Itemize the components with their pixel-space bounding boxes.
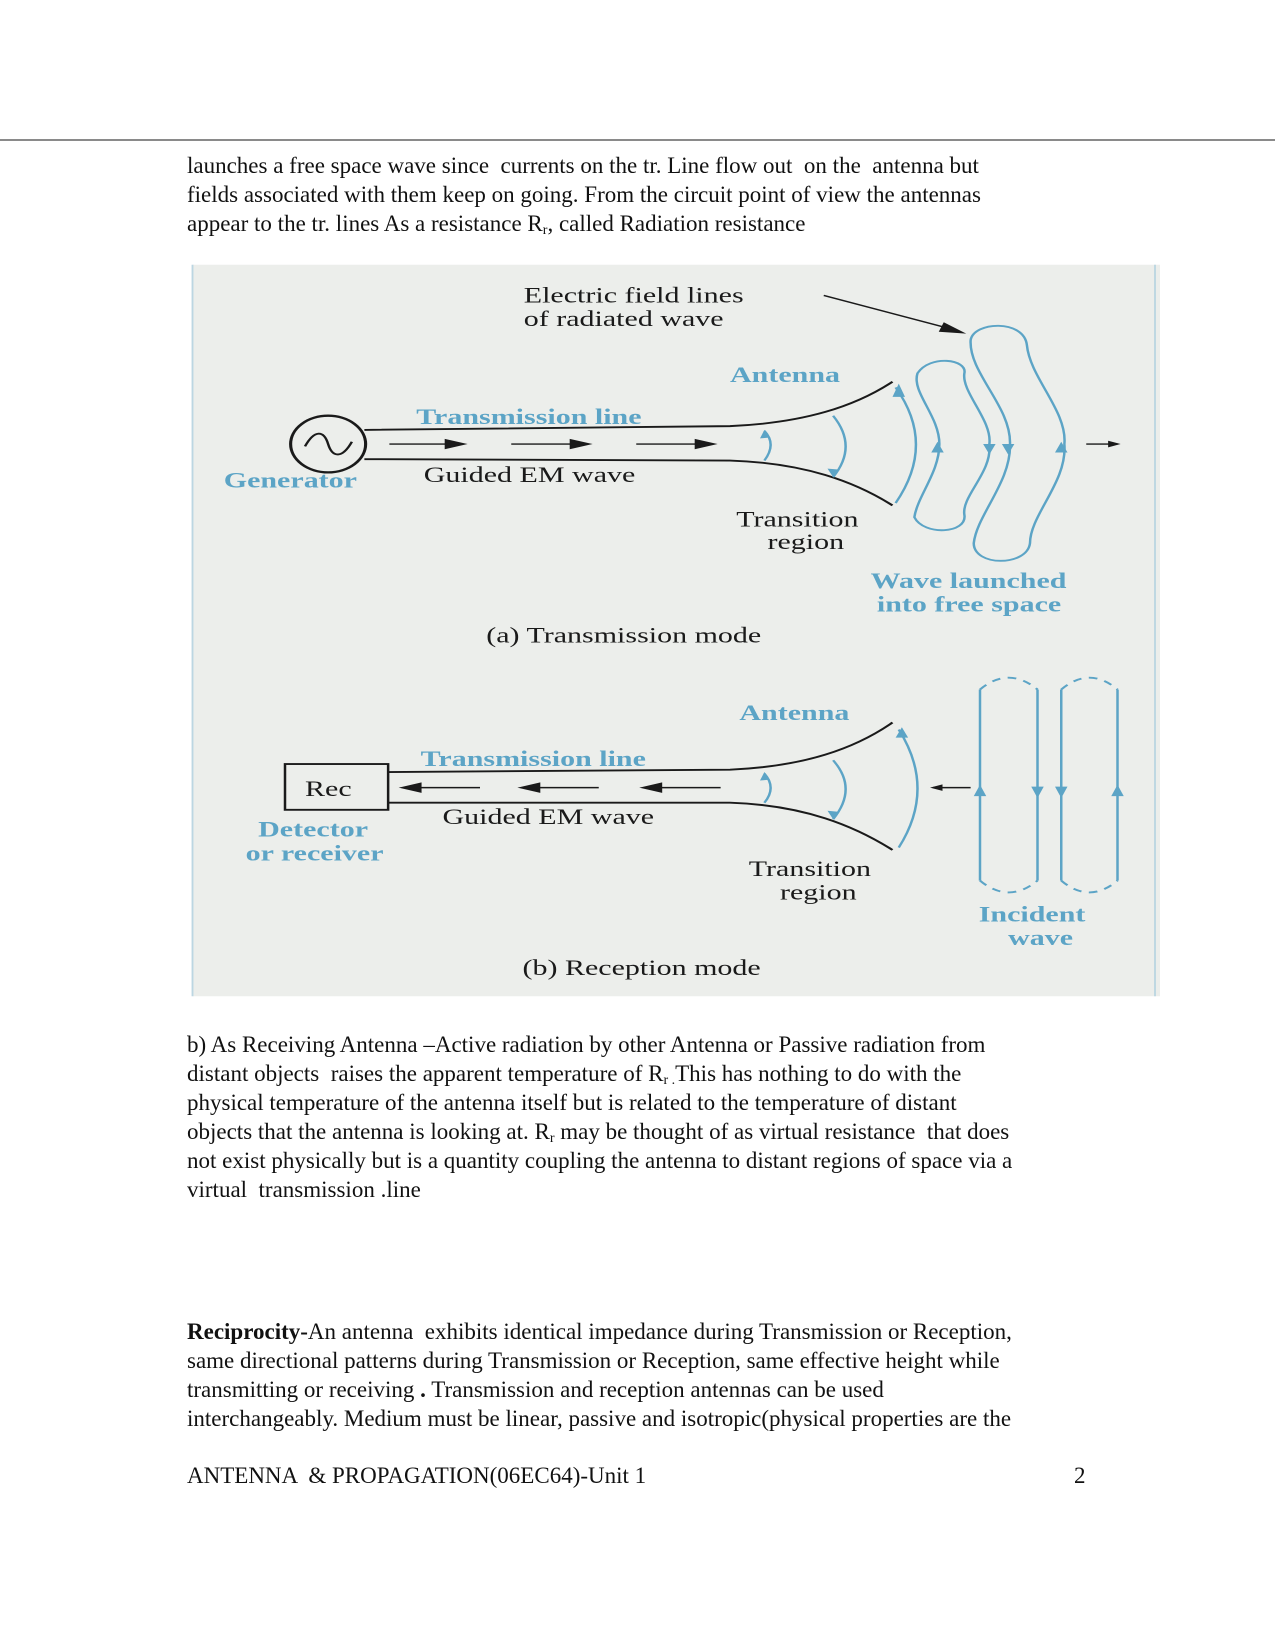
label-transition: region bbox=[780, 879, 857, 905]
paragraph-reciprocity: Reciprocity-An antenna exhibits identica… bbox=[187, 1317, 1012, 1433]
subscript: r bbox=[542, 223, 548, 238]
label-guided-wave: Guided EM wave bbox=[424, 461, 636, 487]
label-antenna: Antenna bbox=[730, 361, 840, 387]
text-line: launches a free space wave since current… bbox=[187, 153, 979, 178]
text-line: appear to the tr. lines As a resistance … bbox=[187, 209, 981, 238]
guided-wave-arrows bbox=[398, 782, 721, 793]
paragraph-receiving-antenna: b) As Receiving Antenna –Active radiatio… bbox=[187, 1030, 1012, 1204]
paragraph-radiation-resistance: launches a free space wave since current… bbox=[187, 151, 981, 238]
tline-upper bbox=[388, 721, 894, 773]
page-number: 2 bbox=[1074, 1463, 1086, 1488]
text-line: transmitting or receiving . Transmission… bbox=[187, 1375, 1012, 1404]
figure-background bbox=[192, 264, 1160, 997]
label-wave-launched: into free space bbox=[877, 591, 1062, 617]
guided-wave-arrows bbox=[389, 438, 718, 450]
caption-b: (b) Reception mode bbox=[523, 955, 761, 981]
text: distant objects raises the apparent temp… bbox=[187, 1061, 664, 1086]
text: objects that the antenna is looking at. … bbox=[187, 1119, 550, 1144]
label-incident-wave: wave bbox=[1008, 925, 1073, 951]
label-electric-field: of radiated wave bbox=[524, 306, 724, 332]
tline-lower bbox=[388, 801, 894, 851]
label-wave-launched: Wave launched bbox=[871, 568, 1067, 594]
tline-upper bbox=[364, 381, 894, 431]
arrowhead bbox=[938, 322, 967, 334]
text-line: physical temperature of the antenna itse… bbox=[187, 1090, 957, 1115]
text: may be thought of as virtual resistance … bbox=[554, 1119, 1010, 1144]
label-transition: region bbox=[768, 528, 845, 554]
text-line: fields associated with them keep on goin… bbox=[187, 182, 981, 207]
label-detector: or receiver bbox=[246, 840, 384, 866]
antenna-transmission-reception-figure: Electric field lines of radiated wave An… bbox=[191, 264, 1160, 997]
text-line: virtual transmission .line bbox=[187, 1177, 421, 1202]
label-rec: Rec bbox=[305, 776, 352, 802]
text-line: same directional patterns during Transmi… bbox=[187, 1348, 1000, 1373]
text-line: distant objects raises the apparent temp… bbox=[187, 1059, 1012, 1088]
label-guided-wave: Guided EM wave bbox=[443, 804, 655, 830]
text: transmitting or receiving bbox=[187, 1377, 421, 1402]
text: , called Radiation resistance bbox=[547, 211, 806, 236]
field-lines-b bbox=[763, 676, 1119, 894]
text: Transmission and reception antennas can … bbox=[425, 1377, 884, 1402]
text-line: not exist physically but is a quantity c… bbox=[187, 1148, 1013, 1173]
subscript: r bbox=[549, 1131, 555, 1146]
label-transmission-line: Transmission line bbox=[416, 404, 642, 430]
label-incident-wave: Incident bbox=[979, 901, 1086, 927]
text: appear to the tr. lines As a resistance … bbox=[187, 211, 543, 236]
subscript: r . bbox=[663, 1073, 676, 1088]
pointer-arrow bbox=[823, 294, 959, 332]
text-line: interchangeably. Medium must be linear, … bbox=[187, 1406, 1012, 1431]
label-antenna: Antenna bbox=[739, 700, 849, 726]
label-transmission-line: Transmission line bbox=[421, 745, 647, 771]
term-reciprocity: Reciprocity- bbox=[187, 1319, 308, 1344]
footer-title: ANTENNA & PROPAGATION(06EC64)-Unit 1 bbox=[187, 1463, 647, 1488]
field-lines-a bbox=[763, 324, 1066, 562]
text: . bbox=[420, 1377, 426, 1402]
label-generator: Generator bbox=[224, 467, 357, 493]
tline-lower bbox=[364, 458, 894, 507]
text-line: Reciprocity-An antenna exhibits identica… bbox=[187, 1317, 1012, 1346]
label-transition: Transition bbox=[736, 506, 858, 532]
text-line: objects that the antenna is looking at. … bbox=[187, 1117, 1012, 1146]
text: This has nothing to do with the bbox=[675, 1061, 962, 1086]
label-electric-field: Electric field lines bbox=[524, 282, 744, 308]
receiver-box bbox=[283, 763, 390, 811]
header-rule bbox=[0, 139, 1275, 141]
text: An antenna exhibits identical impedance … bbox=[307, 1319, 1012, 1344]
label-transition: Transition bbox=[749, 855, 871, 881]
label-detector: Detector bbox=[258, 816, 368, 842]
text-line: b) As Receiving Antenna –Active radiatio… bbox=[187, 1032, 986, 1057]
generator-icon bbox=[289, 414, 368, 474]
caption-a: (a) Transmission mode bbox=[486, 622, 761, 648]
